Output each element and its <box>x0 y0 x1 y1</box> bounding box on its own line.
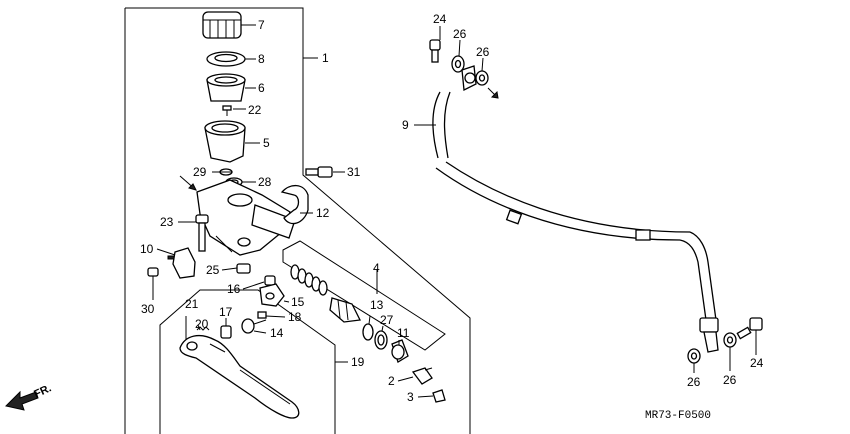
boot-11 <box>391 339 409 363</box>
pivot-bolt-16 <box>264 275 276 286</box>
callout-15: 15 <box>291 295 305 309</box>
screw-18 <box>257 311 267 319</box>
callout-26-bottom-left: 26 <box>687 375 701 389</box>
callout-21: 21 <box>185 297 199 311</box>
callout-29: 29 <box>193 165 207 179</box>
callout-17: 17 <box>219 305 233 319</box>
callout-1: 1 <box>322 51 329 65</box>
callout-22: 22 <box>248 103 262 117</box>
screw-30 <box>147 267 159 284</box>
direction-arrow-icon <box>5 390 39 411</box>
bolt-23 <box>195 214 209 252</box>
callout-4: 4 <box>373 261 380 275</box>
callout-13: 13 <box>370 298 384 312</box>
callout-26-top-right: 26 <box>476 45 490 59</box>
callout-24-top: 24 <box>433 12 447 26</box>
holder-12 <box>280 184 309 225</box>
plate <box>206 51 246 67</box>
callout-12: 12 <box>316 206 330 220</box>
callout-27: 27 <box>380 313 394 327</box>
cap-25 <box>236 263 251 274</box>
lever-frame-19 <box>159 289 336 434</box>
knocker-15 <box>259 283 285 307</box>
diaphragm <box>206 73 246 102</box>
sealing-washer-26-bottom-left <box>687 348 701 364</box>
circlip-27 <box>374 330 388 350</box>
collar-17 <box>220 325 232 339</box>
callout-3: 3 <box>407 390 414 404</box>
front-direction-indicator: FR. <box>5 382 53 411</box>
callout-26-top-left: 26 <box>453 27 467 41</box>
callout-16: 16 <box>227 282 241 296</box>
callout-11: 11 <box>397 326 410 340</box>
reservoir-cap <box>202 11 242 39</box>
switch-10 <box>167 247 196 279</box>
diagram-code: MR73-F0500 <box>645 410 711 422</box>
screw-22 <box>222 105 232 116</box>
banjo-bolt-24-top <box>429 39 441 63</box>
piston-kit-frame-4 <box>282 240 446 351</box>
hose-fitting-top <box>461 65 477 92</box>
sealing-washer-26-top-left <box>451 55 465 73</box>
sealing-washer-26-top-right <box>475 70 489 86</box>
piston-spring <box>290 264 328 296</box>
callout-19: 19 <box>351 355 365 369</box>
callout-10: 10 <box>140 242 154 256</box>
callout-7: 7 <box>258 18 265 32</box>
callout-labels: 7 8 6 22 5 1 29 28 31 12 23 10 25 4 16 1… <box>140 12 764 404</box>
pivot-nut-2 <box>411 367 433 385</box>
callout-30: 30 <box>141 302 155 316</box>
washer-13 <box>362 323 374 341</box>
callout-28: 28 <box>258 175 272 189</box>
adjuster-14 <box>241 318 267 334</box>
callout-24-bottom: 24 <box>750 356 764 370</box>
callout-14: 14 <box>270 326 284 340</box>
brake-hose-9 <box>432 91 719 353</box>
brake-lever <box>179 334 300 419</box>
callout-25: 25 <box>206 263 220 277</box>
callout-8: 8 <box>258 52 265 66</box>
reservoir-body <box>204 120 246 163</box>
callout-2: 2 <box>388 374 395 388</box>
callout-6: 6 <box>258 81 265 95</box>
callout-9: 9 <box>402 118 409 132</box>
callout-5: 5 <box>263 136 270 150</box>
callout-26-bottom-right: 26 <box>723 373 737 387</box>
sealing-washer-26-bottom-right <box>723 332 737 348</box>
banjo-bolt-31 <box>305 166 333 178</box>
pivot-cap-3 <box>432 389 446 403</box>
callout-23: 23 <box>160 215 174 229</box>
direction-label: FR. <box>32 382 53 400</box>
callout-31: 31 <box>347 165 361 179</box>
master-cylinder-body <box>196 179 296 256</box>
banjo-bolt-24-bottom <box>736 317 763 340</box>
callout-20: 20 <box>195 317 209 331</box>
leader-lines <box>152 24 757 398</box>
assembly-frame-1 <box>125 7 471 434</box>
callout-18: 18 <box>288 310 302 324</box>
piston <box>329 297 361 323</box>
flow-arrow <box>487 87 499 99</box>
